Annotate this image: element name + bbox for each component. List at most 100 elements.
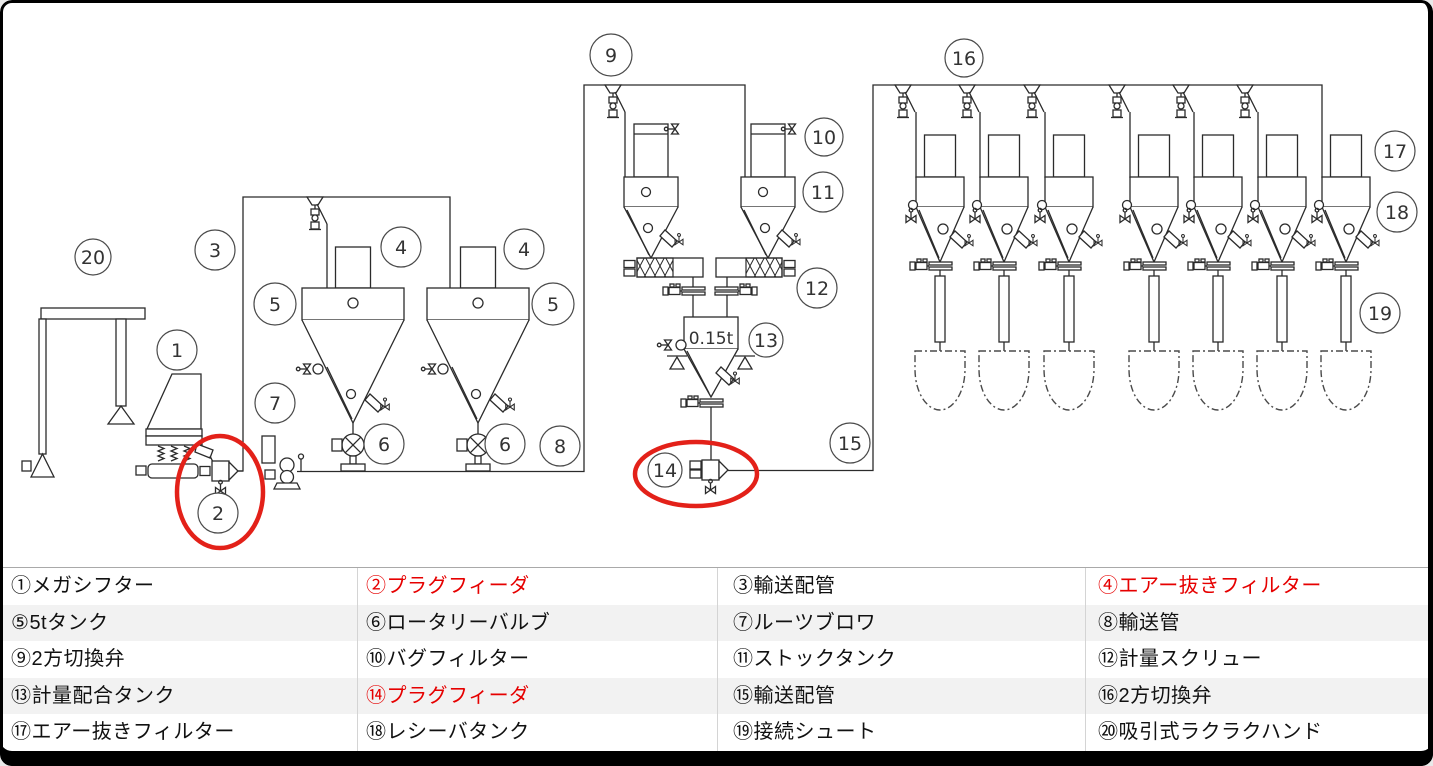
legend-item-number: ⑧ [1098, 611, 1119, 634]
legend-item-number: ⑭ [366, 684, 387, 707]
legend-item-11: ⑪ストックタンク [717, 641, 1085, 678]
callout-19: 19 [1359, 292, 1401, 334]
receiver-station [1120, 112, 1187, 410]
callout-4-left: 4 [380, 226, 422, 268]
legend-item-14: ⑭プラグフィーダ [357, 677, 717, 715]
svg-text:19: 19 [1368, 303, 1392, 325]
legend-item-number: ⑪ [733, 648, 754, 671]
legend-item-label: 吸引式ラクラクハンド [1118, 721, 1323, 744]
weighing-blend-tank: 0.15t [656, 316, 755, 408]
legend-item-20: ⑳吸引式ラクラクハンド [1085, 714, 1428, 751]
legend-item-7: ⑦ルーツブロワ [717, 604, 1085, 642]
svg-text:9: 9 [605, 45, 617, 67]
diverter-valves-16 [894, 84, 1258, 119]
legend-item-number: ⑱ [366, 721, 387, 744]
vacuum-lifter-crane [21, 307, 146, 478]
legend-item-3: ③輸送配管 [717, 568, 1085, 605]
legend-item-number: ⑦ [733, 611, 754, 634]
svg-text:7: 7 [269, 393, 281, 415]
legend-item-16: ⑯2方切換弁 [1085, 677, 1428, 715]
callout-6-right: 6 [484, 423, 526, 465]
weighing-screw-right [714, 257, 796, 296]
svg-text:4: 4 [395, 237, 407, 259]
legend-item-1: ①メガシフター [3, 568, 357, 605]
weighing-screw-left [623, 257, 706, 296]
svg-text:13: 13 [754, 330, 778, 352]
plug-feeder-2 [199, 461, 243, 495]
legend-item-number: ⑰ [11, 721, 32, 744]
legend-item-13: ⑬計量配合タンク [3, 677, 357, 715]
callout-5-right: 5 [531, 282, 575, 326]
legend-item-17: ⑰エアー抜きフィルター [3, 714, 357, 751]
legend-item-label: 計量スクリュー [1118, 648, 1262, 671]
svg-text:4: 4 [518, 239, 530, 261]
svg-text:6: 6 [378, 434, 390, 456]
plug-feeder-14 [689, 460, 728, 494]
svg-text:14: 14 [653, 460, 677, 482]
legend-item-label: ロータリーバルブ [386, 611, 551, 634]
mega-sifter [135, 373, 214, 479]
highlight-ellipse-feeder-2 [174, 433, 266, 551]
callout-17: 17 [1374, 130, 1416, 172]
callout-18: 18 [1376, 191, 1418, 233]
process-diagram: 0.15t 20 3 [21, 33, 1418, 551]
legend-item-number: ⑤ [11, 611, 30, 634]
legend-item-label: 計量配合タンク [31, 684, 175, 707]
legend-item-number: ③ [733, 575, 754, 597]
callout-4-right: 4 [503, 228, 545, 270]
highlight-ellipse-feeder-14 [632, 439, 760, 509]
receiver-station [1035, 112, 1102, 410]
legend-item-label: バグフィルター [386, 648, 530, 671]
legend-item-label: レシーバタンク [386, 721, 530, 744]
roots-blower [261, 435, 305, 490]
svg-text:16: 16 [952, 48, 976, 70]
legend-item-number: ⑩ [366, 648, 387, 671]
legend-item-label: エアー抜きフィルター [1118, 575, 1322, 597]
receiver-station [906, 112, 973, 410]
legend-item-label: 接続シュート [753, 721, 877, 744]
callout-6-left: 6 [363, 423, 405, 465]
legend-item-number: ⑥ [366, 611, 387, 634]
callout-1: 1 [156, 329, 198, 371]
svg-text:10: 10 [812, 127, 836, 149]
svg-text:5: 5 [269, 294, 281, 316]
svg-text:15: 15 [838, 433, 862, 455]
legend-item-number: ⑫ [1098, 648, 1119, 671]
legend-item-number: ⑲ [733, 721, 754, 744]
legend-item-19: ⑲接続シュート [717, 714, 1085, 751]
callout-3: 3 [194, 229, 236, 271]
receiver-station [1184, 112, 1251, 410]
legend-item-9: ⑨2方切換弁 [3, 641, 357, 678]
receiver-station [1248, 112, 1315, 410]
pipe-transport-15 [728, 84, 1323, 472]
legend-item-label: プラグフィーダ [386, 684, 530, 707]
callout-10: 10 [804, 117, 844, 157]
legend-item-5: ⑤5tタンク [3, 604, 357, 642]
callout-7: 7 [254, 382, 296, 424]
svg-text:18: 18 [1385, 202, 1409, 224]
legend-item-number: ⑯ [1098, 684, 1119, 707]
svg-text:17: 17 [1383, 141, 1407, 163]
legend-item-6: ⑥ロータリーバルブ [357, 604, 717, 642]
receiver-station [970, 112, 1037, 410]
legend-item-15: ⑮輸送配管 [717, 677, 1085, 715]
legend-item-label: プラグフィーダ [386, 575, 530, 597]
legend-item-label: 輸送管 [1118, 611, 1180, 634]
legend-item-label: 2方切換弁 [1118, 684, 1213, 707]
legend-item-label: メガシフター [31, 575, 155, 597]
diverter-valve-9 [604, 84, 626, 119]
diverter-valve-3 [306, 196, 328, 231]
receiver-stations [906, 112, 1379, 410]
svg-text:5: 5 [547, 294, 559, 316]
callout-11: 11 [802, 171, 844, 213]
callout-13: 13 [748, 322, 784, 358]
svg-text:20: 20 [81, 247, 105, 269]
legend-item-label: 輸送配管 [753, 575, 836, 597]
legend-item-number: ⑮ [733, 684, 754, 707]
legend-item-number: ⑬ [11, 684, 32, 707]
legend-item-number: ④ [1098, 575, 1119, 597]
legend-item-4: ④エアー抜きフィルター [1085, 568, 1428, 605]
legend-item-18: ⑱レシーバタンク [357, 714, 717, 751]
